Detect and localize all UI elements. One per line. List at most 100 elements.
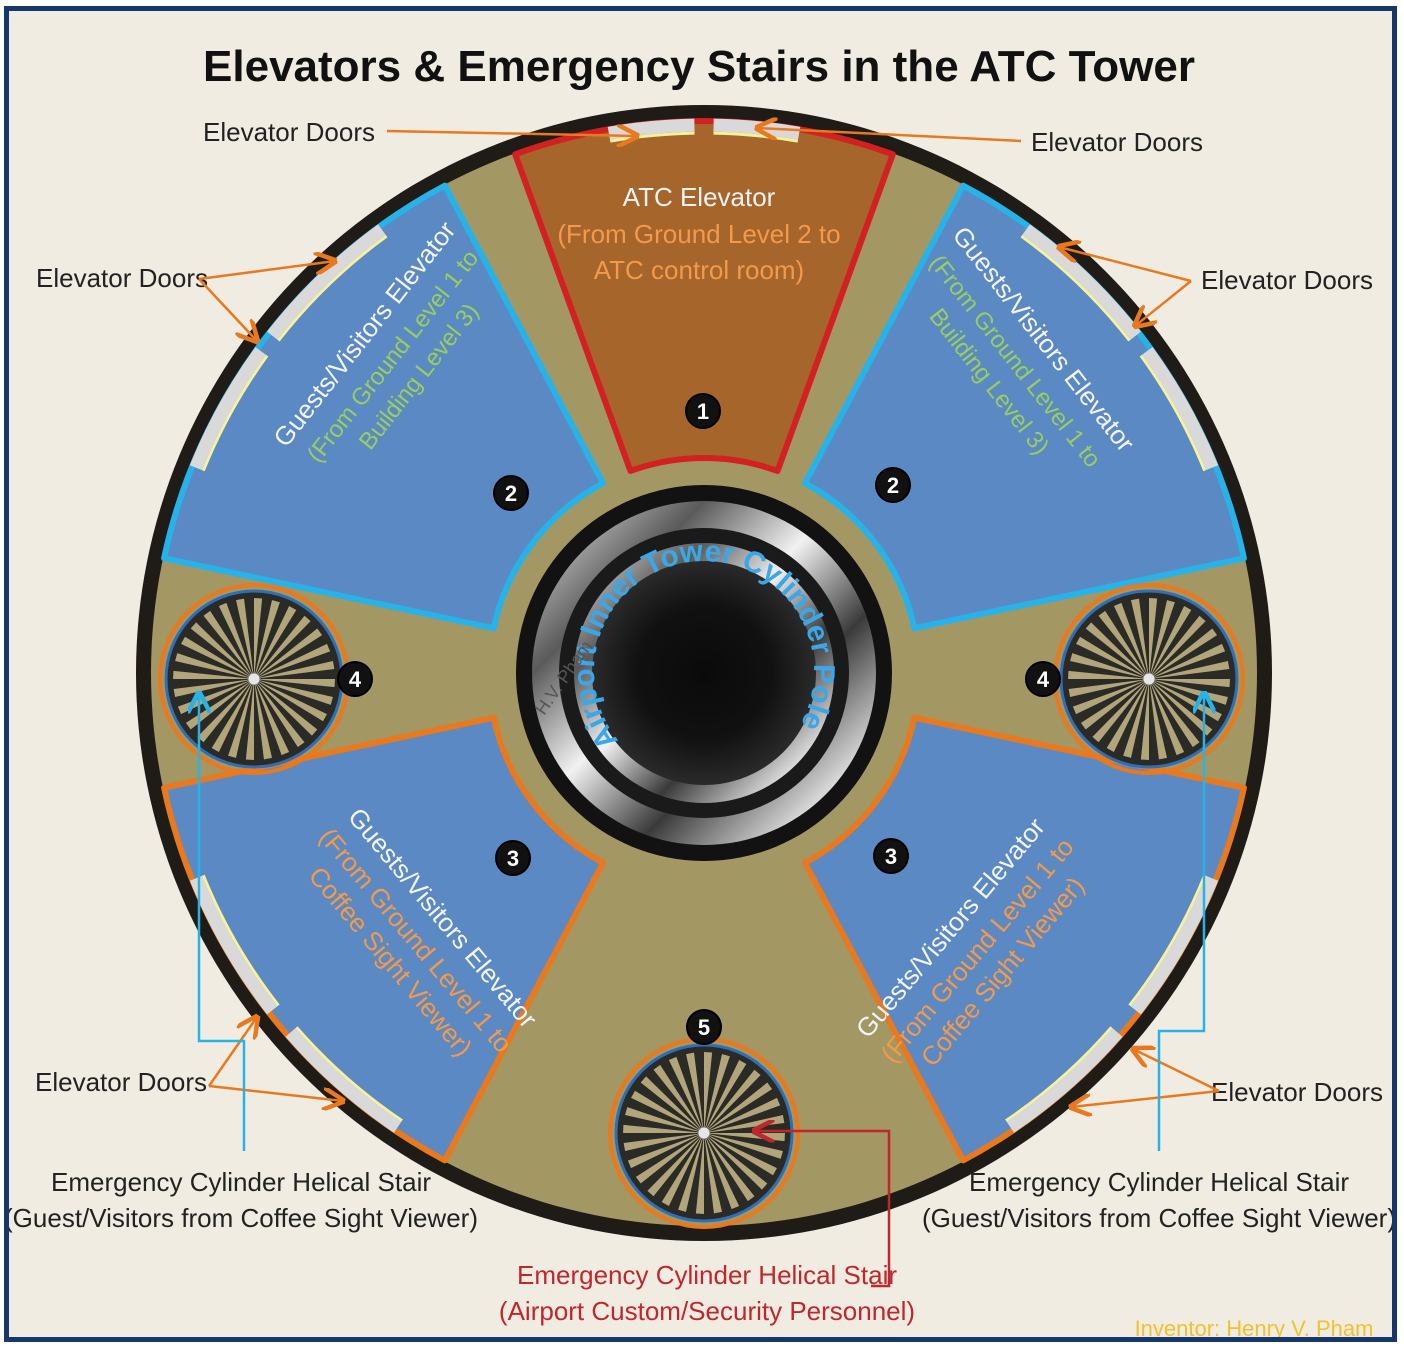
helical-stair-right-step — [1098, 610, 1149, 679]
door-ll-1 — [189, 875, 278, 1015]
helical-stair-bottom-step — [704, 1133, 768, 1190]
badge-stair-bottom: 5 — [686, 1009, 722, 1045]
helical-stair-left-step — [228, 679, 254, 758]
helical-stair-left-step — [254, 600, 280, 679]
door-ul-2 — [189, 347, 266, 471]
door-lr-1 — [1130, 875, 1219, 1015]
helical-stair-bottom-step — [704, 1060, 747, 1133]
helical-stair-bottom-step — [704, 1054, 730, 1133]
helical-stair-bottom-step — [625, 1107, 704, 1133]
helical-stair-right-step — [1149, 598, 1158, 679]
helical-stair-bottom-step — [704, 1133, 777, 1176]
badge-guest-lower-left: 3 — [495, 840, 531, 876]
diagram-title: Elevators & Emergency Stairs in the ATC … — [203, 42, 1195, 91]
helical-stair-bottom-step — [704, 1133, 755, 1202]
door-ll-2 — [285, 1028, 402, 1133]
helical-stair-left-step — [173, 670, 254, 679]
callout-stair-right-line1: Emergency Cylinder Helical Stair — [969, 1167, 1349, 1197]
svg-text:4: 4 — [1037, 667, 1050, 692]
helical-stair-right-step — [1149, 615, 1206, 679]
helical-stair-bottom-step — [668, 1056, 704, 1133]
door-ul-1 — [267, 224, 386, 340]
helical-stair-bottom-step — [635, 1133, 704, 1184]
door-ur-2-sill — [1139, 354, 1207, 472]
atc-elevator-title: ATC Elevator — [623, 182, 776, 212]
helical-stair-bottom-step — [695, 1133, 704, 1214]
helical-stair-right-step — [1149, 679, 1200, 748]
helical-stair-bottom-step — [704, 1069, 761, 1133]
helical-stair-bottom-step — [623, 1133, 704, 1152]
door-ll-1-sill — [201, 874, 280, 1007]
badge-stair-right: 4 — [1025, 661, 1061, 697]
atc-elevator-line1: (From Ground Level 2 to — [557, 219, 840, 249]
arrow-doors-ul-1 — [198, 261, 335, 281]
helical-stair-right — [1053, 583, 1245, 775]
helical-stair-bottom-step — [653, 1064, 704, 1133]
helical-stair-right-step — [1149, 628, 1218, 679]
callout-elevator-doors-upper-left: Elevator Doors — [36, 263, 208, 293]
helical-stair-right-step — [1140, 679, 1149, 760]
door-lr-2-sill — [1005, 1026, 1113, 1122]
helical-stair-bottom-step — [623, 1124, 704, 1133]
callout-stair-bottom-line1: Emergency Cylinder Helical Stair — [517, 1260, 897, 1290]
helical-stair-right-step — [1149, 606, 1192, 679]
callout-stair-right-line2: (Guest/Visitors from Coffee Sight Viewer… — [922, 1203, 1396, 1233]
helical-stair-left-step — [254, 679, 273, 760]
arrow-doors-top-left — [386, 131, 637, 136]
door-ll-2-sill — [295, 1026, 403, 1122]
helical-stair-right-step — [1149, 679, 1168, 760]
badge-atc-elevator: 1 — [685, 393, 721, 429]
helical-stair-left-step — [175, 653, 254, 679]
helical-stair-right-step — [1085, 622, 1149, 679]
helical-stair-right-step — [1092, 679, 1149, 743]
helical-stair-bottom-step — [627, 1133, 704, 1169]
door-atc-1 — [607, 118, 695, 140]
callout-stair-bottom-line2: (Airport Custom/Security Personnel) — [499, 1296, 915, 1326]
arrow-stair-right — [1157, 693, 1204, 1151]
svg-text:1: 1 — [697, 399, 709, 424]
callout-arrows — [198, 128, 1220, 1288]
helical-stair-left-step — [254, 679, 333, 705]
door-lr-1-sill — [1128, 874, 1207, 1007]
helical-stair-right-step — [1080, 679, 1149, 730]
helical-stair-left-step — [254, 615, 311, 679]
svg-text:3: 3 — [885, 844, 897, 869]
helical-stair-left-step — [254, 679, 318, 736]
helical-stair-right-step — [1149, 660, 1230, 679]
helical-stair-right-step — [1149, 643, 1226, 679]
helical-stair-left — [158, 583, 350, 775]
helical-stair-bottom-step — [678, 1133, 704, 1212]
helical-stair-left-step — [211, 679, 254, 752]
helical-stair-bottom-step — [704, 1082, 773, 1133]
badge-guest-upper-right: 2 — [875, 467, 911, 503]
helical-stair-bottom-step — [704, 1133, 783, 1159]
door-ur-1 — [1022, 224, 1141, 340]
helical-stair-right-step — [1106, 679, 1149, 752]
callout-elevator-doors-top-left: Elevator Doors — [203, 117, 375, 147]
helical-stair-left-step — [254, 628, 323, 679]
helical-stair-left-step — [254, 598, 263, 679]
helical-stairs — [158, 583, 1245, 1229]
door-lr-2 — [1006, 1028, 1123, 1133]
svg-text:4: 4 — [349, 667, 362, 692]
helical-stair-left-step — [254, 679, 327, 722]
helical-stair-right-step — [1149, 600, 1175, 679]
helical-stair-bottom-step — [685, 1052, 704, 1133]
helical-stair-left-step — [245, 679, 254, 760]
helical-stair-left-step — [181, 636, 254, 679]
helical-stair-right-step — [1068, 670, 1149, 679]
arrow-stair-left — [199, 693, 246, 1151]
callout-stair-left-line1: Emergency Cylinder Helical Stair — [51, 1167, 431, 1197]
helical-stair-right-step — [1070, 653, 1149, 679]
helical-stair-left-step — [254, 643, 331, 679]
badge-guest-lower-right: 3 — [873, 838, 909, 874]
helical-stair-right-step — [1113, 602, 1149, 679]
helical-stair-bottom-step — [704, 1097, 781, 1133]
arrow-doors-ll-1 — [207, 1017, 257, 1087]
helical-stair-right-step — [1149, 679, 1185, 756]
helical-stair-bottom — [608, 1037, 800, 1229]
door-ur-1-sill — [1020, 234, 1131, 342]
helical-stair-left-step — [203, 610, 254, 679]
inventor-credit: Inventor: Henry V. Pham — [1135, 1316, 1374, 1341]
